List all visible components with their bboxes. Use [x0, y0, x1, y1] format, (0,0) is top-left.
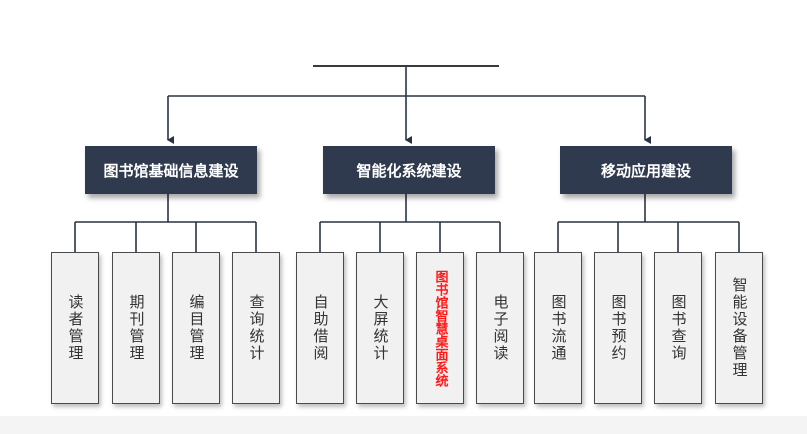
category-box-mobile-apps: 移动应用建设 [560, 146, 732, 194]
item-box: 图书预约 [594, 252, 642, 404]
item-box: 智能设备管理 [715, 252, 763, 404]
category-label: 图书馆基础信息建设 [103, 161, 239, 180]
item-label: 查询统计 [247, 294, 266, 362]
item-box: 电子阅读 [476, 252, 524, 404]
item-label: 读者管理 [66, 294, 85, 362]
item-box: 自助借阅 [296, 252, 344, 404]
root-node-bar [313, 65, 499, 67]
category-label: 智能化系统建设 [356, 161, 462, 180]
item-box: 读者管理 [51, 252, 99, 404]
item-box-highlighted: 图书馆智慧桌面系统 [416, 252, 464, 404]
item-label-highlighted: 图书馆智慧桌面系统 [432, 269, 448, 387]
category-box-basic-info: 图书馆基础信息建设 [85, 146, 257, 194]
item-box: 期刊管理 [112, 252, 160, 404]
item-box: 查询统计 [232, 252, 280, 404]
item-label: 自助借阅 [311, 294, 330, 362]
item-box: 编目管理 [172, 252, 220, 404]
item-label: 大屏统计 [371, 294, 390, 362]
item-label: 图书查询 [669, 294, 688, 362]
item-box: 图书查询 [654, 252, 702, 404]
item-box: 图书流通 [534, 252, 582, 404]
item-label: 图书预约 [609, 294, 628, 362]
category-label: 移动应用建设 [600, 161, 691, 180]
item-label: 期刊管理 [127, 294, 146, 362]
item-label: 智能设备管理 [730, 277, 749, 379]
item-label: 电子阅读 [491, 294, 510, 362]
footer-band [0, 416, 807, 434]
item-label: 编目管理 [187, 294, 206, 362]
category-box-intelligent-systems: 智能化系统建设 [323, 146, 495, 194]
item-box: 大屏统计 [356, 252, 404, 404]
item-label: 图书流通 [549, 294, 568, 362]
